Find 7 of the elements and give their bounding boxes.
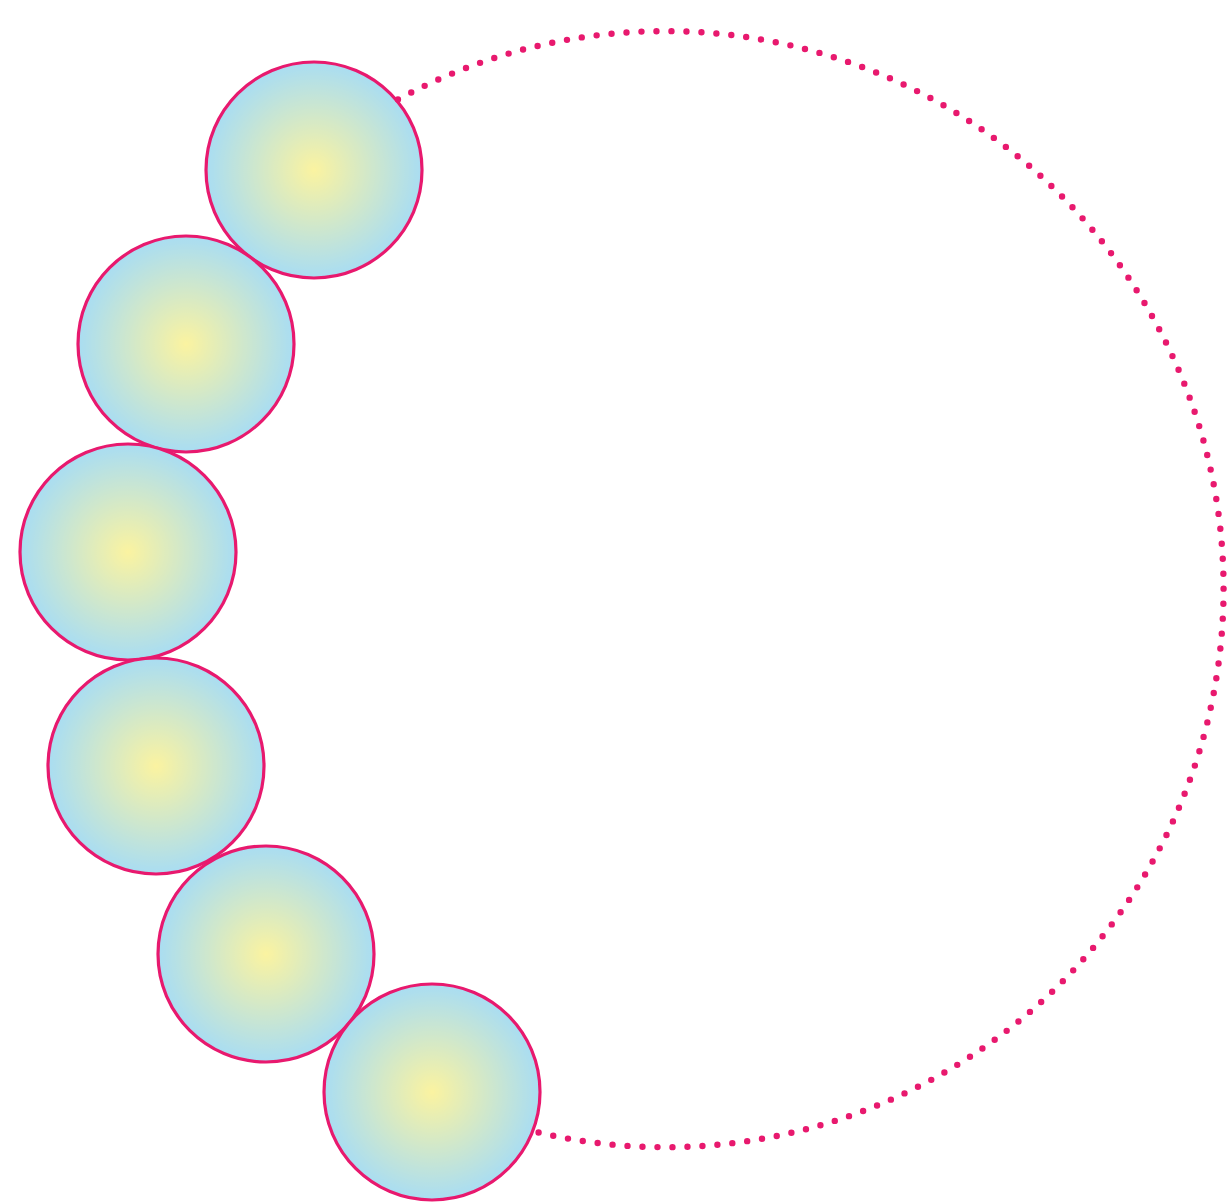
dotted-arc (394, 28, 1227, 1151)
circle (46, 656, 266, 876)
circle (156, 844, 376, 1064)
circle (76, 234, 296, 454)
circle (204, 60, 424, 280)
circle (18, 442, 238, 662)
circle (322, 982, 542, 1202)
